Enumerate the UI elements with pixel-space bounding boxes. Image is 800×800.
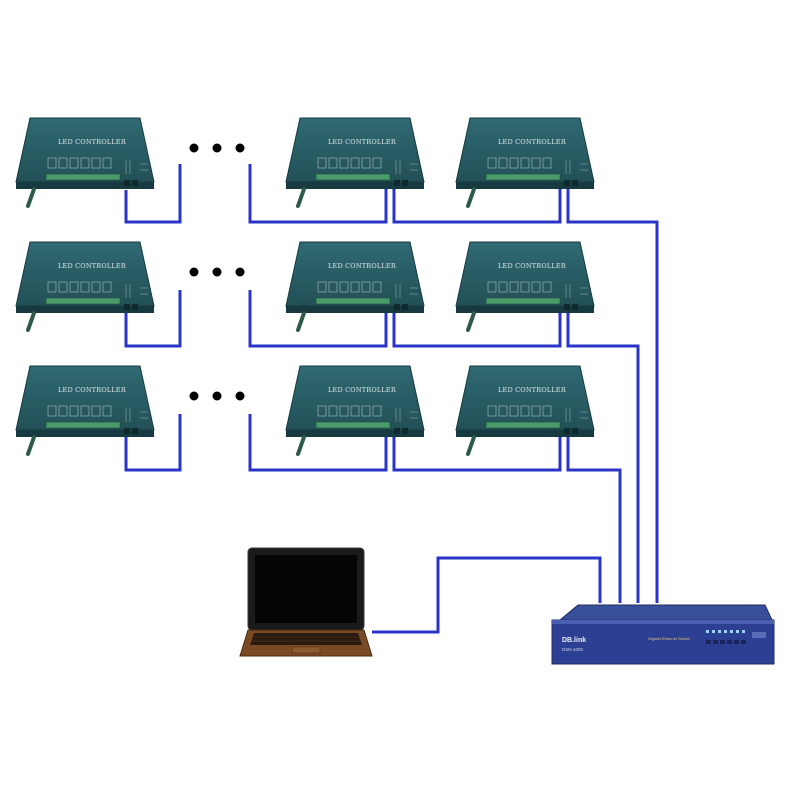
led-controller-icon xyxy=(454,364,596,456)
controller-label: LED CONTROLLER xyxy=(498,138,567,146)
ellipsis-row-2 xyxy=(189,267,245,277)
led-controller-icon xyxy=(14,240,156,332)
led-controller-icon xyxy=(454,116,596,208)
controller-label: LED CONTROLLER xyxy=(58,138,127,146)
led-controller-r2-c3: LED CONTROLLER xyxy=(454,240,596,332)
controller-label: LED CONTROLLER xyxy=(58,386,127,394)
led-controller-icon xyxy=(14,116,156,208)
network-switch-icon: DB.link DSN-1000 Gigabit Ethernet Switch xyxy=(551,604,775,665)
led-controller-r2-c1: LED CONTROLLER xyxy=(14,240,156,332)
led-controller-r1-c3: LED CONTROLLER xyxy=(454,116,596,208)
controller-label: LED CONTROLLER xyxy=(498,262,567,270)
controller-label: LED CONTROLLER xyxy=(58,262,127,270)
ellipsis-row-3 xyxy=(189,391,245,401)
controller-label: LED CONTROLLER xyxy=(328,138,397,146)
status-led-group xyxy=(706,630,745,633)
led-controller-icon xyxy=(14,364,156,456)
led-controller-icon xyxy=(284,116,426,208)
led-controller-icon xyxy=(284,240,426,332)
ellipsis-row-1 xyxy=(189,143,245,153)
controller-label: LED CONTROLLER xyxy=(328,386,397,394)
led-controller-r3-c3: LED CONTROLLER xyxy=(454,364,596,456)
switch-model: DSN-1000 xyxy=(562,647,584,652)
led-controller-r2-c2: LED CONTROLLER xyxy=(284,240,426,332)
switch-caption: Gigabit Ethernet Switch xyxy=(648,636,690,641)
led-controller-r3-c2: LED CONTROLLER xyxy=(284,364,426,456)
led-controller-r1-c2: LED CONTROLLER xyxy=(284,116,426,208)
led-controller-icon xyxy=(454,240,596,332)
laptop-icon xyxy=(239,547,373,657)
wiring xyxy=(124,164,659,634)
led-controller-r1-c1: LED CONTROLLER xyxy=(14,116,156,208)
switch-brand: DB.link xyxy=(562,637,586,644)
led-controller-icon xyxy=(284,364,426,456)
led-controller-r3-c1: LED CONTROLLER xyxy=(14,364,156,456)
controller-label: LED CONTROLLER xyxy=(498,386,567,394)
controller-label: LED CONTROLLER xyxy=(328,262,397,270)
